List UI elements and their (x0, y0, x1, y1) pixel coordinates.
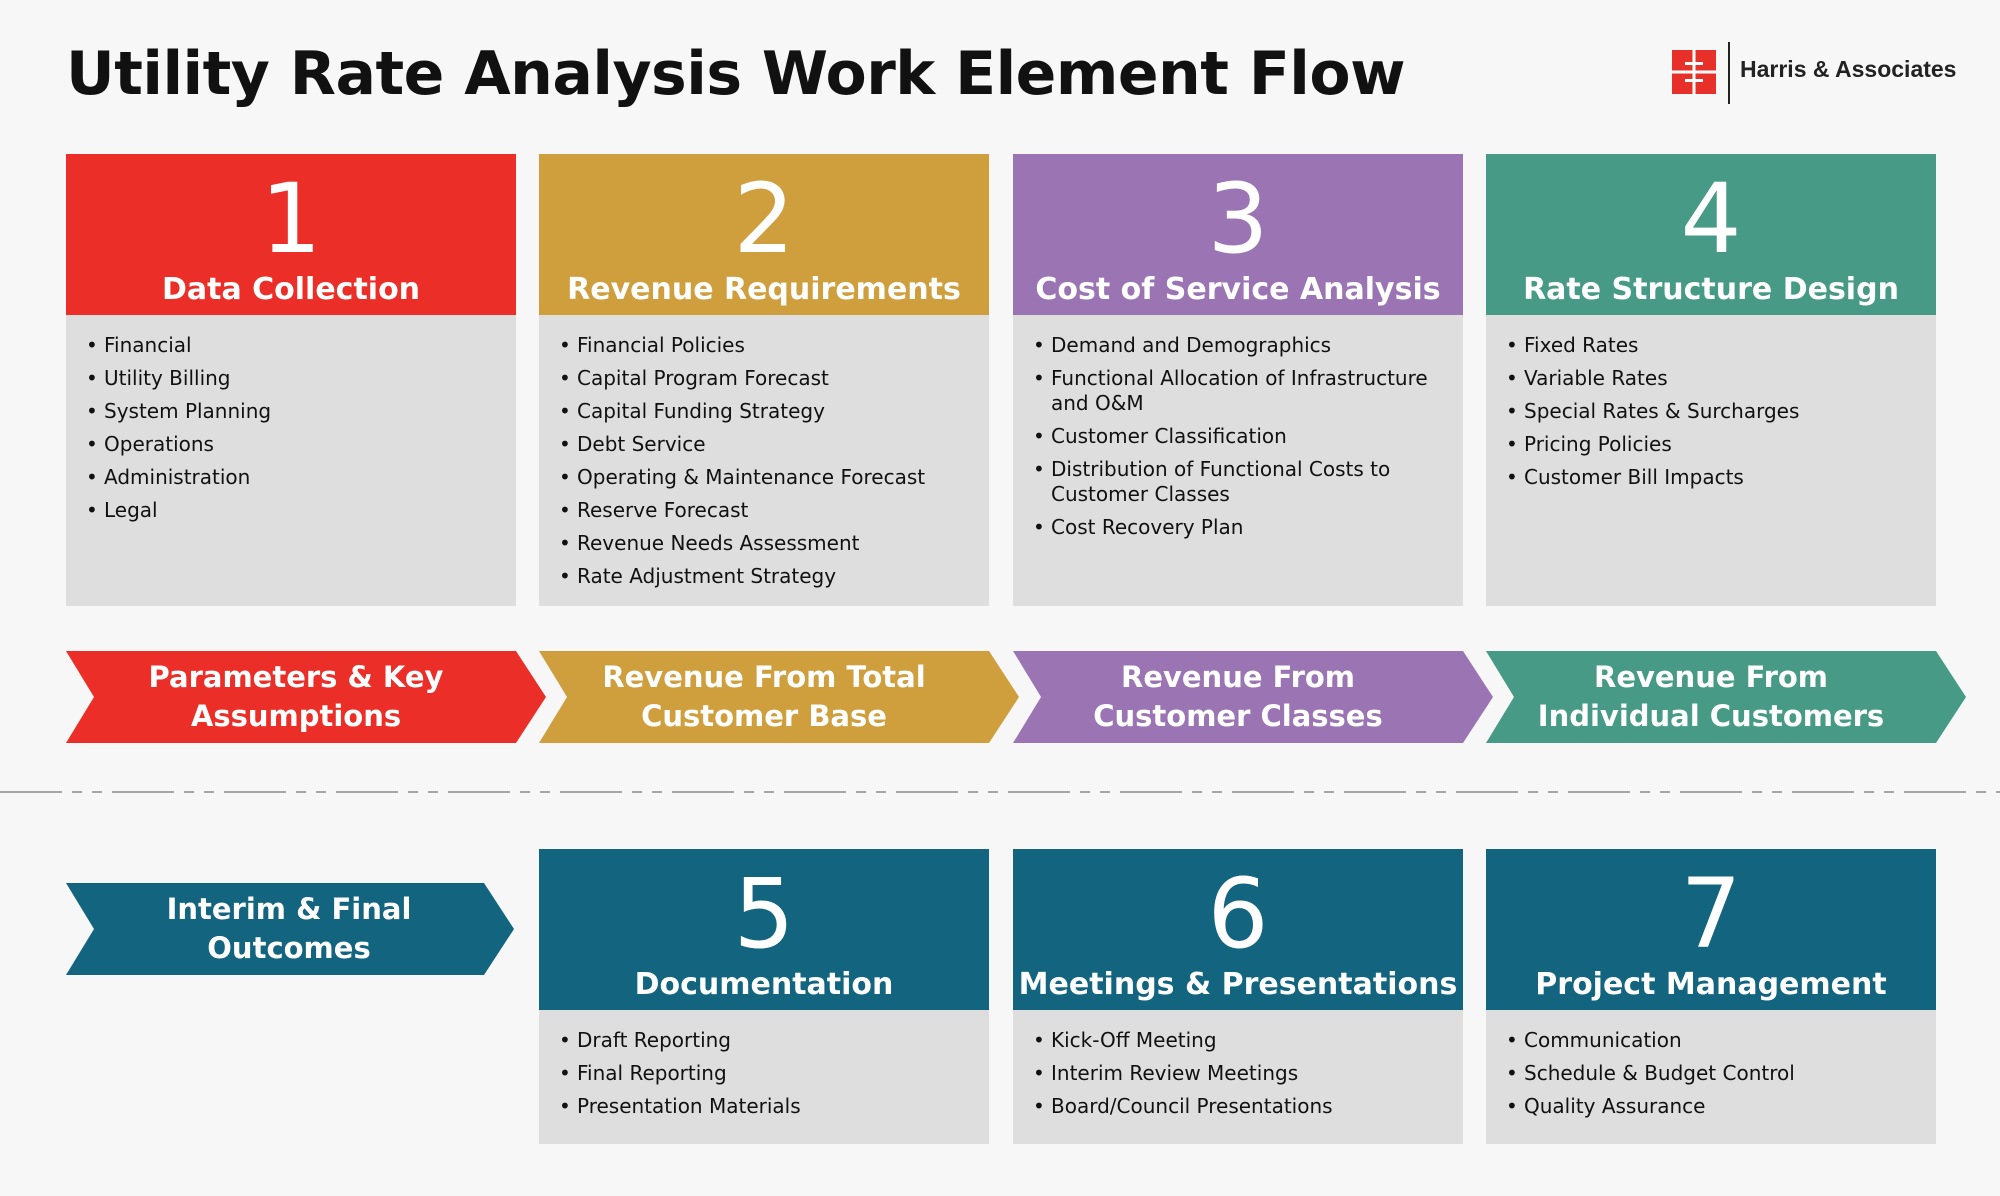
list-item: Administration (86, 465, 496, 490)
list-item: Demand and Demographics (1033, 333, 1443, 358)
step-number: 3 (1207, 163, 1269, 275)
step-number: 1 (260, 163, 322, 275)
item-list: Draft ReportingFinal ReportingPresentati… (559, 1028, 969, 1119)
card-header: 3 Cost of Service Analysis (1013, 154, 1463, 315)
list-item: Presentation Materials (559, 1094, 969, 1119)
card-title: Data Collection (161, 272, 421, 307)
card-body: Fixed RatesVariable RatesSpecial Rates &… (1486, 315, 1936, 606)
list-item: Fixed Rates (1506, 333, 1916, 358)
list-item: Customer Bill Impacts (1506, 465, 1916, 490)
list-item: Functional Allocation of Infrastructure … (1033, 366, 1443, 416)
card-data-collection: 1 Data Collection FinancialUtility Billi… (66, 154, 516, 606)
step-number: 2 (733, 163, 795, 275)
card-title: Project Management (1535, 967, 1887, 1002)
logo-text: Harris & Associates (1740, 56, 1957, 82)
card-meetings-presentations: 6 Meetings & Presentations Kick-Off Meet… (1013, 849, 1463, 1144)
card-title: Meetings & Presentations (1018, 967, 1458, 1002)
page-title: Utility Rate Analysis Work Element Flow (66, 39, 1406, 109)
list-item: Board/Council Presentations (1033, 1094, 1443, 1119)
arrow-shape (1486, 651, 1966, 743)
list-item: Pricing Policies (1506, 432, 1916, 457)
list-item: Operating & Maintenance Forecast (559, 465, 969, 490)
item-list: CommunicationSchedule & Budget ControlQu… (1506, 1028, 1916, 1119)
arrow-shape (66, 651, 546, 743)
list-item: Communication (1506, 1028, 1916, 1053)
item-list: Financial PoliciesCapital Program Foreca… (559, 333, 969, 589)
arrow-interim-final-outcomes: Interim & Final Outcomes (66, 883, 514, 975)
arrow-parameters-key-assumptions: Parameters & Key Assumptions (66, 651, 546, 743)
card-title: Documentation (634, 967, 894, 1002)
arrow-label: Interim & Final Outcomes (166, 892, 412, 965)
card-body: Kick-Off MeetingInterim Review MeetingsB… (1013, 1010, 1463, 1144)
list-item: Cost Recovery Plan (1033, 515, 1443, 540)
list-item: Interim Review Meetings (1033, 1061, 1443, 1086)
dashed-separator (0, 791, 2000, 793)
item-list: Demand and DemographicsFunctional Alloca… (1033, 333, 1443, 540)
list-item: Distribution of Functional Costs to Cust… (1033, 457, 1443, 507)
step-number: 5 (733, 858, 795, 970)
arrow-label: Revenue From Total Customer Base (602, 660, 926, 733)
list-item: Capital Funding Strategy (559, 399, 969, 424)
card-project-management: 7 Project Management CommunicationSchedu… (1486, 849, 1936, 1144)
list-item: Variable Rates (1506, 366, 1916, 391)
card-header: 6 Meetings & Presentations (1013, 849, 1463, 1010)
list-item: System Planning (86, 399, 496, 424)
card-body: Draft ReportingFinal ReportingPresentati… (539, 1010, 989, 1144)
list-item: Utility Billing (86, 366, 496, 391)
arrow-label: Revenue From Individual Customers (1537, 660, 1885, 733)
arrow-revenue-customer-classes: Revenue From Customer Classes (1013, 651, 1493, 743)
card-body: Demand and DemographicsFunctional Alloca… (1013, 315, 1463, 606)
list-item: Rate Adjustment Strategy (559, 564, 969, 589)
list-item: Financial (86, 333, 496, 358)
arrow-shape (66, 883, 514, 975)
item-list: FinancialUtility BillingSystem PlanningO… (86, 333, 496, 523)
list-item: Schedule & Budget Control (1506, 1061, 1916, 1086)
list-item: Kick-Off Meeting (1033, 1028, 1443, 1053)
arrow-label: Revenue From Customer Classes (1093, 660, 1383, 733)
card-cost-of-service-analysis: 3 Cost of Service Analysis Demand and De… (1013, 154, 1463, 606)
step-number: 7 (1680, 858, 1742, 970)
list-item: Financial Policies (559, 333, 969, 358)
logo-mark-icon (1672, 50, 1716, 94)
card-documentation: 5 Documentation Draft ReportingFinal Rep… (539, 849, 989, 1144)
card-header: 1 Data Collection (66, 154, 516, 315)
arrow-shape (1013, 651, 1493, 743)
list-item: Final Reporting (559, 1061, 969, 1086)
list-item: Quality Assurance (1506, 1094, 1916, 1119)
item-list: Kick-Off MeetingInterim Review MeetingsB… (1033, 1028, 1443, 1119)
list-item: Revenue Needs Assessment (559, 531, 969, 556)
card-body: Financial PoliciesCapital Program Foreca… (539, 315, 989, 606)
card-title: Cost of Service Analysis (1035, 272, 1441, 307)
list-item: Operations (86, 432, 496, 457)
list-item: Debt Service (559, 432, 969, 457)
logo-divider (1728, 42, 1730, 104)
card-rate-structure-design: 4 Rate Structure Design Fixed RatesVaria… (1486, 154, 1936, 606)
step-number: 6 (1207, 858, 1269, 970)
arrow-revenue-total-customer-base: Revenue From Total Customer Base (539, 651, 1019, 743)
step-number: 4 (1680, 163, 1742, 275)
arrow-shape (539, 651, 1019, 743)
card-body: FinancialUtility BillingSystem PlanningO… (66, 315, 516, 606)
list-item: Legal (86, 498, 496, 523)
list-item: Reserve Forecast (559, 498, 969, 523)
card-revenue-requirements: 2 Revenue Requirements Financial Policie… (539, 154, 989, 606)
card-header: 4 Rate Structure Design (1486, 154, 1936, 315)
card-header: 2 Revenue Requirements (539, 154, 989, 315)
card-body: CommunicationSchedule & Budget ControlQu… (1486, 1010, 1936, 1144)
card-header: 7 Project Management (1486, 849, 1936, 1010)
list-item: Capital Program Forecast (559, 366, 969, 391)
card-title: Revenue Requirements (567, 272, 961, 307)
item-list: Fixed RatesVariable RatesSpecial Rates &… (1506, 333, 1916, 490)
card-header: 5 Documentation (539, 849, 989, 1010)
list-item: Draft Reporting (559, 1028, 969, 1053)
list-item: Customer Classification (1033, 424, 1443, 449)
card-title: Rate Structure Design (1523, 272, 1899, 307)
arrow-label: Parameters & Key Assumptions (148, 660, 444, 733)
list-item: Special Rates & Surcharges (1506, 399, 1916, 424)
arrow-revenue-individual-customers: Revenue From Individual Customers (1486, 651, 1966, 743)
